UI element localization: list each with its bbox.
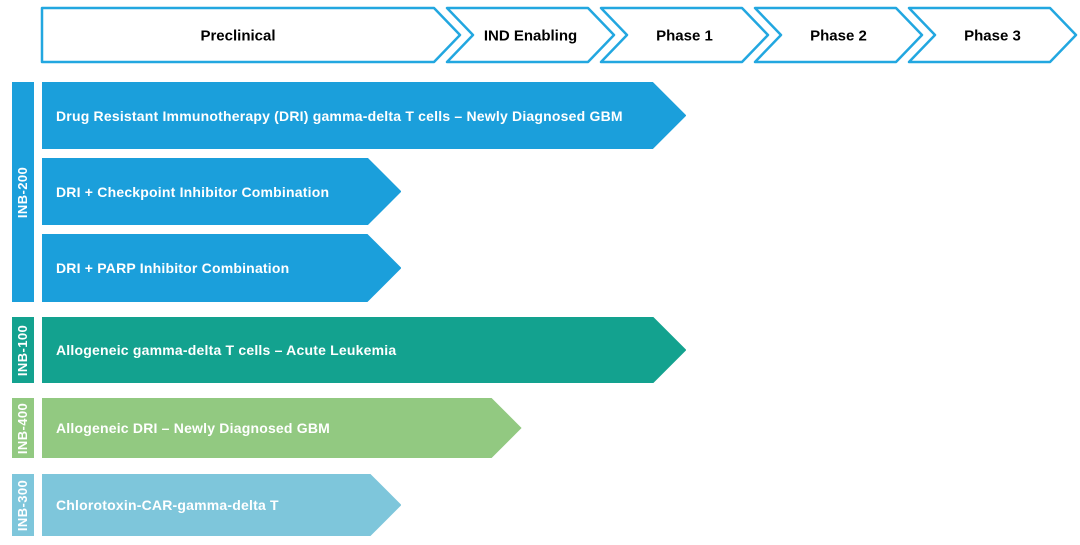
phase-label: Phase 3: [964, 28, 1021, 45]
group-label-inb-400: INB-400: [12, 398, 34, 458]
pipeline-bar-6: Chlorotoxin-CAR-gamma-delta T: [42, 474, 401, 536]
group-label-inb-100: INB-100: [12, 317, 34, 383]
group-label-text: INB-100: [15, 324, 31, 376]
group-label-inb-300: INB-300: [12, 474, 34, 536]
group-label-text: INB-200: [15, 166, 31, 218]
phase-header: Preclinical IND Enabling Phase 1 Phase 2 Pha…: [40, 6, 1078, 64]
pipeline-bar-label: DRI + PARP Inhibitor Combination: [56, 260, 290, 276]
phase-label: Preclinical: [200, 28, 275, 45]
phase-chevron-phase-3: [907, 6, 1078, 64]
phase-label: Phase 2: [810, 28, 867, 45]
group-label-text: INB-300: [15, 479, 31, 531]
pipeline-bar-label: Allogeneic DRI – Newly Diagnosed GBM: [56, 420, 331, 436]
pipeline-bar-4: Allogeneic gamma-delta T cells – Acute L…: [42, 317, 686, 383]
group-label-text: INB-400: [15, 402, 31, 454]
phase-chevron-preclinical: [40, 6, 462, 64]
pipeline-bar-label: Drug Resistant Immunotherapy (DRI) gamma…: [56, 107, 623, 124]
phase-chevron-phase-1: [599, 6, 770, 64]
phase-chevron-phase-2: [753, 6, 924, 64]
pipeline-bar-3: DRI + PARP Inhibitor Combination: [42, 234, 401, 302]
pipeline-bar-5: Allogeneic DRI – Newly Diagnosed GBM: [42, 398, 522, 458]
pipeline-bar-1: Drug Resistant Immunotherapy (DRI) gamma…: [42, 82, 686, 149]
group-label-inb-200: INB-200: [12, 82, 34, 302]
phase-chevron-ind-enabling: [445, 6, 616, 64]
pipeline-bar-label: DRI + Checkpoint Inhibitor Combination: [56, 183, 330, 200]
pipeline-bar-label: Allogeneic gamma-delta T cells – Acute L…: [56, 342, 397, 358]
pipeline-bar-label: Chlorotoxin-CAR-gamma-delta T: [56, 497, 279, 513]
phase-label: IND Enabling: [484, 28, 577, 45]
pipeline-bar-2: DRI + Checkpoint Inhibitor Combination: [42, 158, 401, 225]
phase-label: Phase 1: [656, 28, 713, 45]
